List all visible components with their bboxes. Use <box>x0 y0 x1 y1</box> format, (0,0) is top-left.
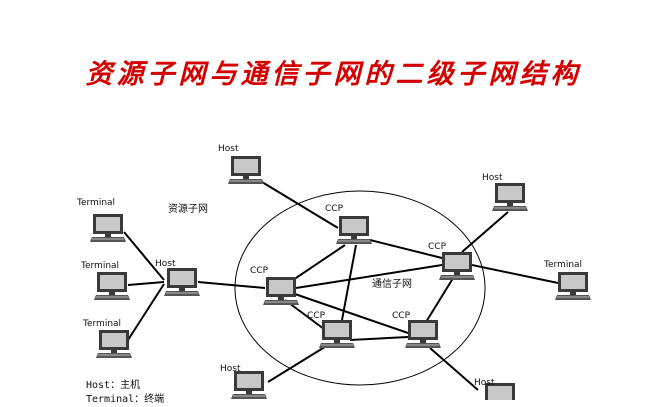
host-right-top-label: Host <box>482 173 503 183</box>
legend: Host：主机 Terminal：终端 <box>86 379 164 407</box>
terminal-right-label: Terminal <box>543 260 582 270</box>
link-ccpbl-hostbottom <box>267 344 329 383</box>
link-term1-hostleft <box>123 231 165 281</box>
link-term3-hostleft <box>127 283 165 341</box>
terminal-1-label: Terminal <box>76 198 115 208</box>
ccp-bottom-left-label: CCP <box>307 311 326 321</box>
terminal-2-icon <box>94 272 130 300</box>
link-ccpright-ccpleft <box>295 264 443 289</box>
ccp-right-icon <box>439 252 475 280</box>
resource-subnet-label: 资源子网 <box>168 202 208 215</box>
terminal-2-label: Terminal <box>80 261 119 271</box>
ccp-bottom-left-icon <box>319 320 355 348</box>
link-ccptop-ccpbl <box>341 244 357 321</box>
link-ccpleft-ccpbr <box>291 292 409 334</box>
link-ccpright-ccpbr <box>425 274 456 323</box>
page-title: 资源子网与通信子网的二级子网结构 <box>85 59 582 90</box>
comm-subnet-boundary <box>234 190 486 386</box>
host-top-icon <box>228 156 264 184</box>
link-hostleft-ccpleft <box>197 281 266 289</box>
ccp-left-label: CCP <box>250 266 269 276</box>
terminal-1-icon <box>90 214 126 242</box>
link-ccpleft-ccpbl <box>284 299 329 333</box>
link-ccptop-ccpright <box>369 239 443 259</box>
ccp-bottom-right-icon <box>405 320 441 348</box>
terminal-3-label: Terminal <box>82 319 121 329</box>
terminal-3-icon <box>96 330 132 358</box>
legend-host: Host：主机 <box>86 380 141 391</box>
ccp-top-icon <box>336 216 372 244</box>
link-ccptop-ccpleft <box>289 244 346 283</box>
link-hosttop-ccptop <box>261 181 339 229</box>
ccp-right-label: CCP <box>428 242 447 252</box>
ccp-left-icon <box>263 277 299 305</box>
ccp-top-label: CCP <box>325 204 344 214</box>
link-ccpbl-ccpbr <box>349 336 409 341</box>
host-bottom-icon <box>231 371 267 399</box>
connections <box>123 181 559 391</box>
terminal-right-icon <box>555 272 591 300</box>
ccp-bottom-right-label: CCP <box>392 311 411 321</box>
link-ccpright-term <box>471 264 559 284</box>
comm-subnet-label: 通信子网 <box>372 278 412 290</box>
link-ccpbr-hostrb <box>429 347 479 391</box>
link-ccpright-hostrt <box>461 211 509 253</box>
link-term2-hostleft <box>127 281 165 286</box>
host-left-label: Host <box>155 259 176 269</box>
host-top-label: Host <box>218 144 239 154</box>
host-bottom-label: Host <box>220 364 241 374</box>
host-left-icon <box>164 268 200 296</box>
host-right-top-icon <box>492 183 528 211</box>
host-right-bottom-label: Host <box>474 378 495 388</box>
